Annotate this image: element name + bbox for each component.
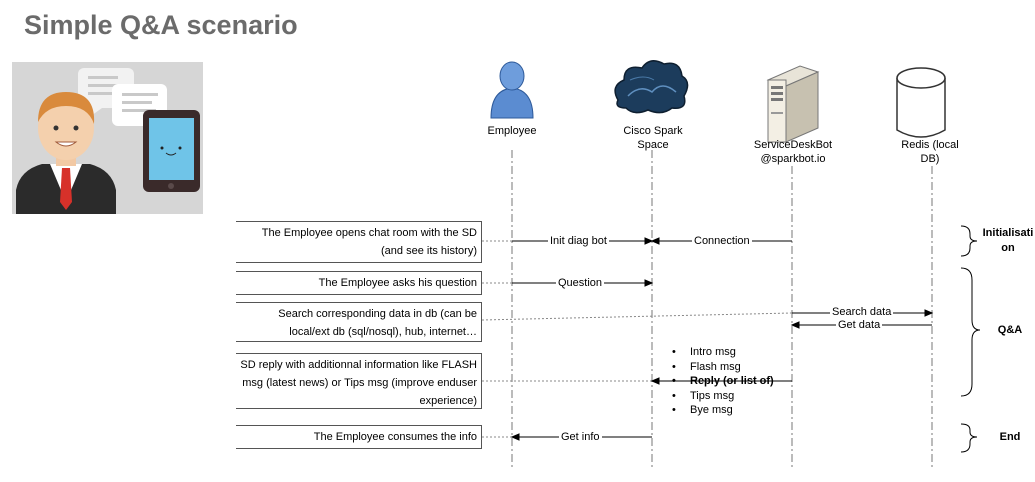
lifelines — [511, 150, 933, 468]
page-title: Simple Q&A scenario — [24, 10, 298, 40]
actor-redis-label: Redis (local DB) — [901, 139, 959, 165]
phase-braces — [960, 225, 981, 453]
actor-bot-label: ServiceDeskBot @sparkbot.io — [753, 139, 833, 165]
note-search-data: Search corresponding data in db (can be … — [236, 302, 482, 342]
message-search-data: Search data — [830, 306, 894, 318]
note-connectors — [481, 240, 793, 438]
message-get-data: Get data — [836, 319, 883, 331]
arrow-head — [650, 377, 660, 385]
actor-employee-label: Employee — [487, 125, 537, 137]
arrow-head — [790, 321, 800, 329]
phase-initialisation: Initialisation — [982, 227, 1034, 254]
arrow-head — [510, 433, 520, 441]
arrow-head — [644, 279, 654, 287]
chat-person-icon — [16, 68, 200, 214]
brace-qa — [960, 267, 981, 397]
database-icon — [896, 67, 946, 138]
reply-item: Bye msg — [672, 403, 774, 418]
reply-item: Intro msg — [672, 345, 774, 360]
note-open-chat: The Employee opens chat room with the SD… — [236, 221, 482, 263]
arrow-head — [650, 237, 660, 245]
note-sd-reply: SD reply with additionnal information li… — [236, 353, 482, 409]
chat-person-illustration — [12, 62, 203, 214]
brace-initialisation — [960, 225, 978, 257]
arrow-head — [924, 309, 934, 317]
reply-item: Reply (or list of) — [672, 374, 774, 389]
note-ask-question: The Employee asks his question — [236, 271, 482, 295]
message-question: Question — [556, 277, 605, 289]
cloud-icon — [614, 60, 689, 114]
message-get-info: Get info — [559, 431, 602, 443]
phase-qa: Q&A — [997, 324, 1023, 336]
actor-spark-label: Cisco Spark Space — [623, 125, 683, 151]
reply-list: Intro msg Flash msg Reply (or list of) T… — [672, 345, 774, 418]
message-init-diag-bot: Init diag bot — [548, 235, 609, 247]
arrow-head — [644, 237, 654, 245]
person-icon — [490, 61, 534, 119]
phase-end: End — [999, 431, 1021, 443]
server-icon — [766, 65, 820, 143]
note-consume-info: The Employee consumes the info — [236, 425, 482, 449]
brace-end — [960, 423, 978, 453]
message-connection: Connection — [692, 235, 752, 247]
reply-item: Flash msg — [672, 360, 774, 375]
reply-item: Tips msg — [672, 389, 774, 404]
